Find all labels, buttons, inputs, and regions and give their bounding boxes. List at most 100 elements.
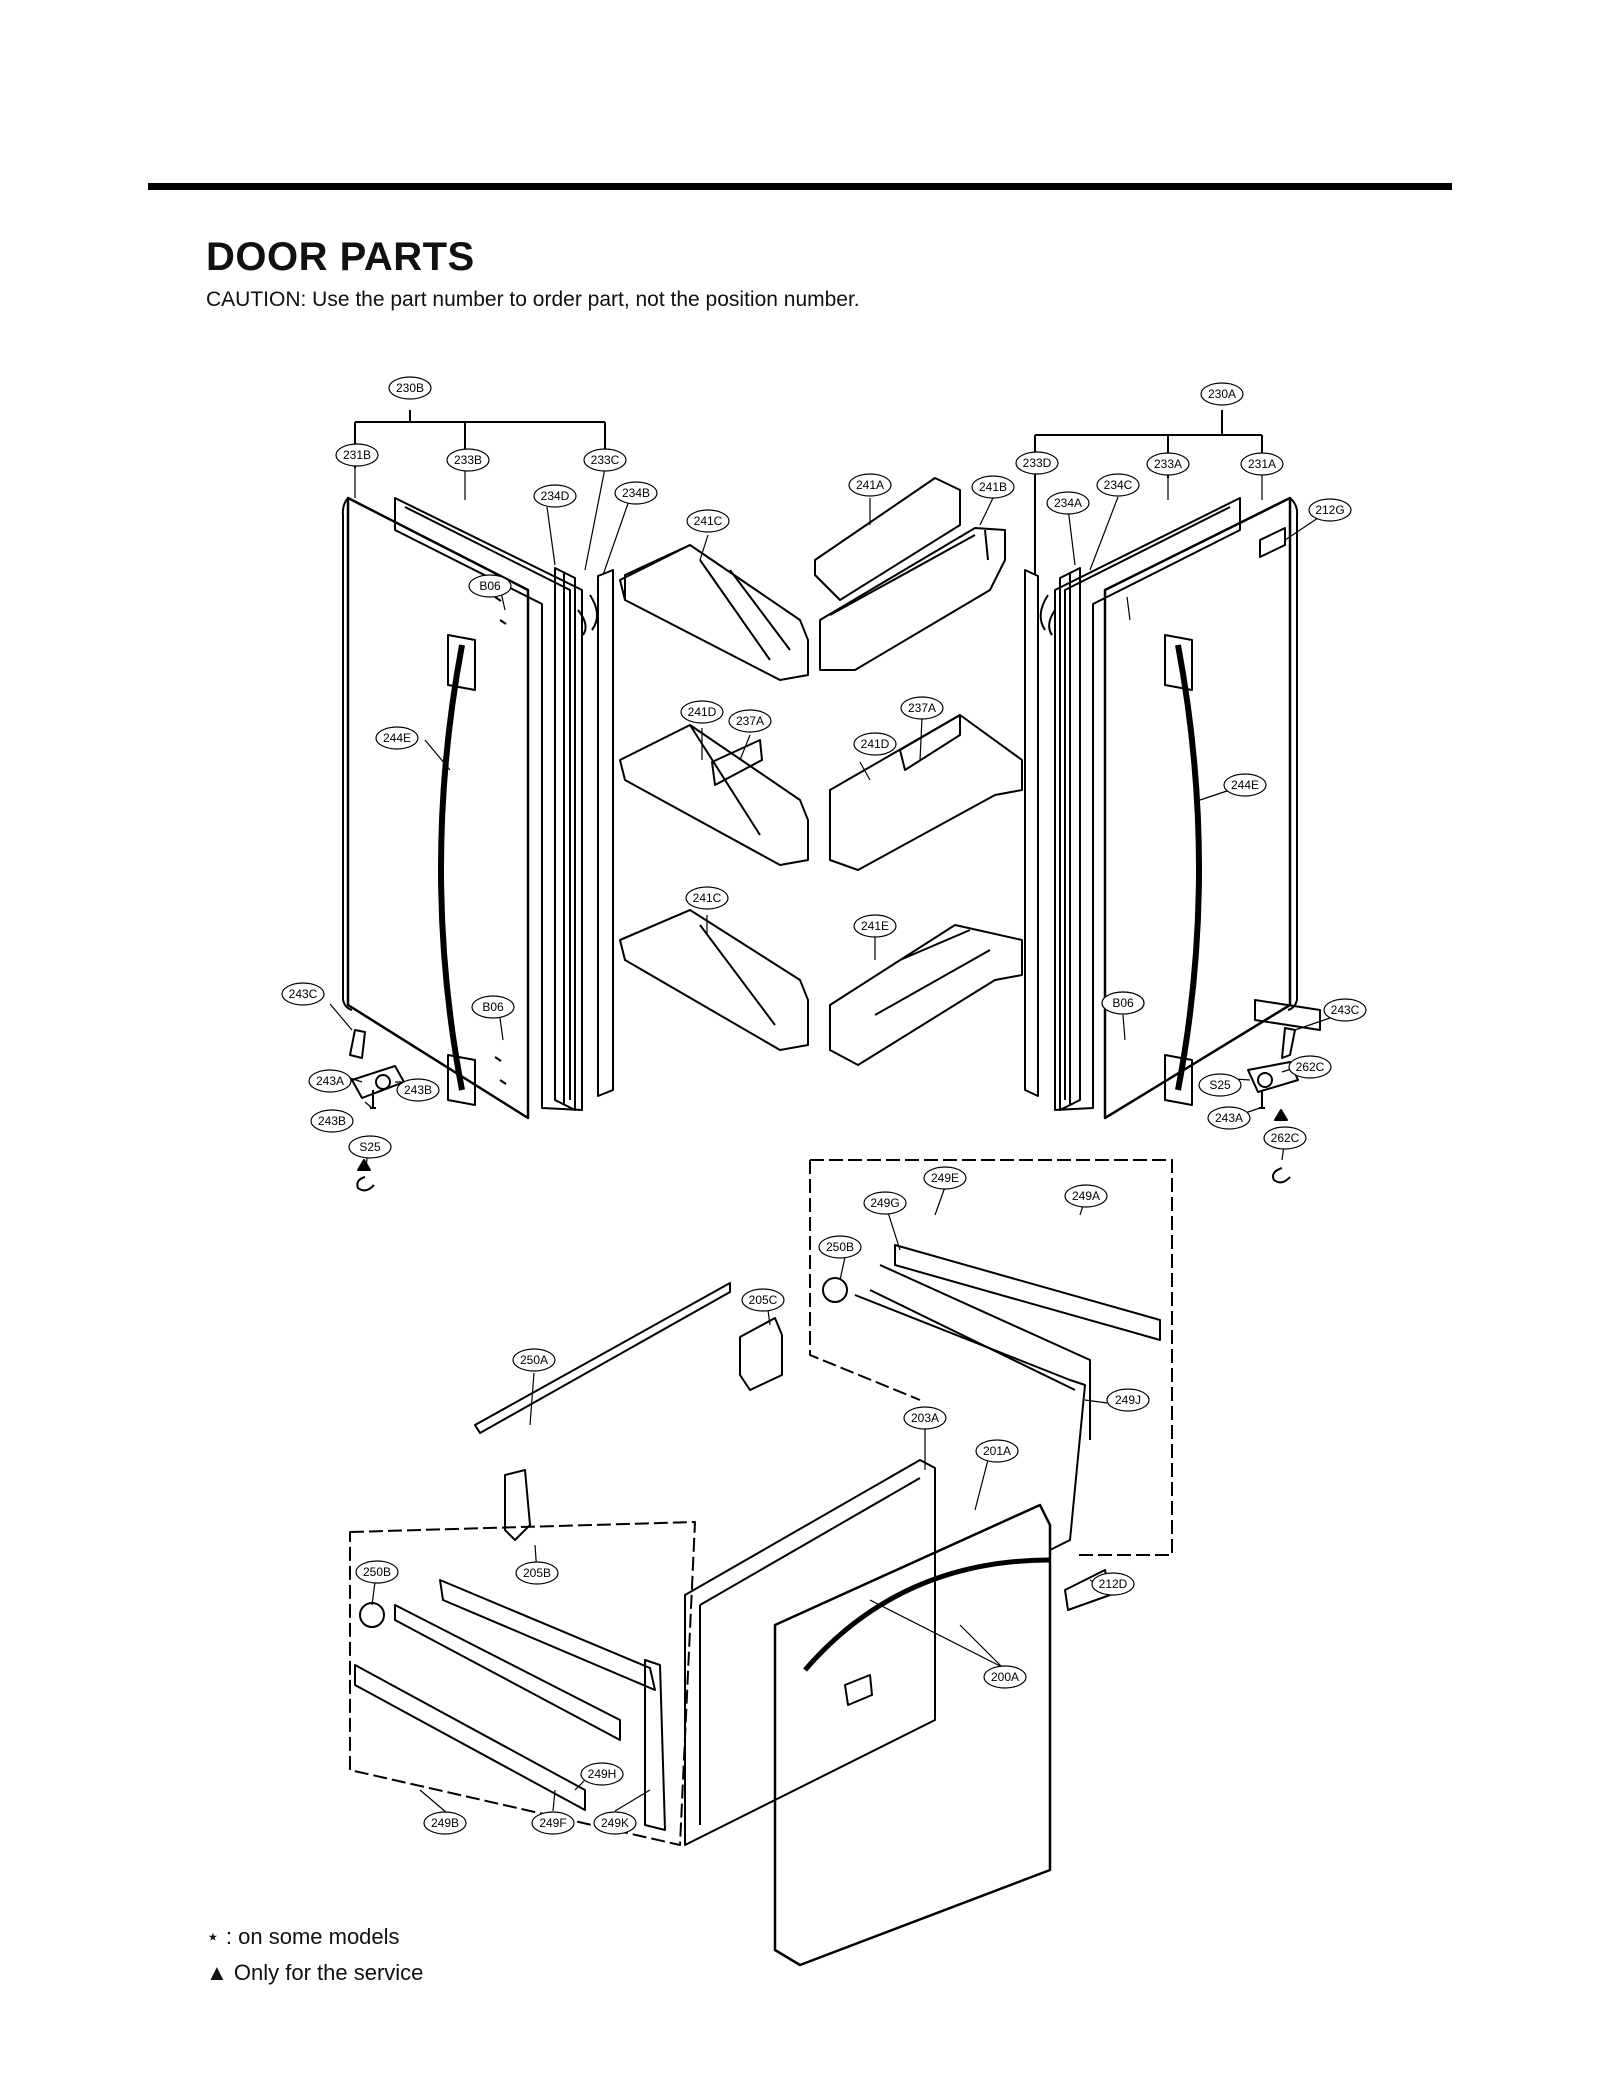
label-text: 243A (316, 1074, 344, 1088)
part-label-200a: 200A (983, 1665, 1027, 1689)
label-text: 200A (991, 1670, 1019, 1684)
label-text: 249J (1115, 1393, 1141, 1407)
label-bubble (1240, 452, 1284, 476)
part-label-249a: 249A (1064, 1184, 1108, 1208)
part-label-241c: 241C (686, 509, 730, 533)
label-text: 249E (931, 1171, 959, 1185)
label-text: 241C (693, 891, 722, 905)
label-bubble (388, 376, 432, 400)
label-bubble (818, 1235, 862, 1259)
legend-service: ▲ Only for the service (206, 1960, 423, 1986)
label-bubble (1046, 491, 1090, 515)
label-bubble (583, 448, 627, 472)
label-text: 243B (318, 1114, 346, 1128)
label-text: B06 (479, 579, 501, 593)
label-text: 249A (1072, 1189, 1100, 1203)
label-bubble (423, 1811, 467, 1835)
part-label-231a: 231A (1240, 452, 1284, 476)
part-label-250b: 250B (818, 1235, 862, 1259)
right-door (1024, 496, 1321, 1184)
label-text: 243C (289, 987, 318, 1001)
star-symbol: ⋆ (206, 1924, 220, 1949)
label-text: 241E (861, 919, 889, 933)
legend-some-models: ⋆ : on some models (206, 1924, 400, 1950)
label-bubble (1323, 998, 1367, 1022)
left-door (341, 496, 614, 1192)
part-label-250a: 250A (512, 1348, 556, 1372)
label-bubble (531, 1811, 575, 1835)
part-label-234b: 234B (614, 481, 658, 505)
label-text: 249K (601, 1816, 629, 1830)
label-text: 233C (591, 453, 620, 467)
label-text: 234D (541, 489, 570, 503)
drawer-assembly (349, 1159, 1173, 1967)
label-text: 231B (343, 448, 371, 462)
part-label-241d: 241D (853, 732, 897, 756)
label-bubble (446, 448, 490, 472)
label-bubble (471, 995, 515, 1019)
label-text: 243B (404, 1083, 432, 1097)
label-bubble (680, 700, 724, 724)
label-bubble (348, 1135, 392, 1159)
label-text: S25 (1209, 1078, 1231, 1092)
part-label-s25: S25 (348, 1135, 392, 1159)
label-text: 250B (363, 1565, 391, 1579)
label-bubble (1064, 1184, 1108, 1208)
drawing-lines (329, 410, 1331, 1967)
label-text: B06 (482, 1000, 504, 1014)
label-text: 243C (1331, 1003, 1360, 1017)
part-label-262c: 262C (1288, 1055, 1332, 1079)
part-label-237a: 237A (728, 709, 772, 733)
door-bins (619, 477, 1023, 1066)
label-bubble (355, 1560, 399, 1584)
part-label-234c: 234C (1096, 473, 1140, 497)
label-bubble (728, 709, 772, 733)
label-bubble (900, 696, 944, 720)
part-label-b06: B06 (471, 995, 515, 1019)
part-label-205c: 205C (741, 1288, 785, 1312)
label-bubble (593, 1811, 637, 1835)
label-bubble (983, 1665, 1027, 1689)
label-bubble (308, 1069, 352, 1093)
label-text: 250A (520, 1353, 548, 1367)
part-label-233c: 233C (583, 448, 627, 472)
part-label-230b: 230B (388, 376, 432, 400)
part-label-249f: 249F (531, 1811, 575, 1835)
part-label-b06: B06 (468, 574, 512, 598)
label-text: 237A (736, 714, 764, 728)
triangle-symbol: ▲ (206, 1960, 228, 1985)
label-text: S25 (359, 1140, 381, 1154)
label-text: 231A (1248, 457, 1276, 471)
label-text: 262C (1296, 1060, 1325, 1074)
label-text: 243A (1215, 1111, 1243, 1125)
label-text: 234A (1054, 496, 1082, 510)
label-text: 233B (454, 453, 482, 467)
part-label-233d: 233D (1015, 451, 1059, 475)
part-label-241a: 241A (848, 473, 892, 497)
label-text: 234C (1104, 478, 1133, 492)
label-bubble (1207, 1106, 1251, 1130)
label-bubble (335, 443, 379, 467)
part-label-249k: 249K (593, 1811, 637, 1835)
part-label-241d: 241D (680, 700, 724, 724)
label-text: 212G (1315, 503, 1344, 517)
label-text: 244E (383, 731, 411, 745)
label-bubble (1288, 1055, 1332, 1079)
label-bubble (375, 726, 419, 750)
part-label-249h: 249H (580, 1762, 624, 1786)
part-label-249b: 249B (423, 1811, 467, 1835)
label-text: 205C (749, 1293, 778, 1307)
label-text: 241D (861, 737, 890, 751)
part-label-233a: 233A (1146, 452, 1190, 476)
legend-some-models-text: : on some models (225, 1924, 400, 1949)
part-label-241c: 241C (685, 886, 729, 910)
label-bubble (1308, 498, 1352, 522)
label-bubble (1015, 451, 1059, 475)
part-label-241e: 241E (853, 914, 897, 938)
label-text: 230A (1208, 387, 1236, 401)
label-text: 249G (870, 1196, 899, 1210)
label-text: 205B (523, 1566, 551, 1580)
label-bubble (1091, 1572, 1135, 1596)
